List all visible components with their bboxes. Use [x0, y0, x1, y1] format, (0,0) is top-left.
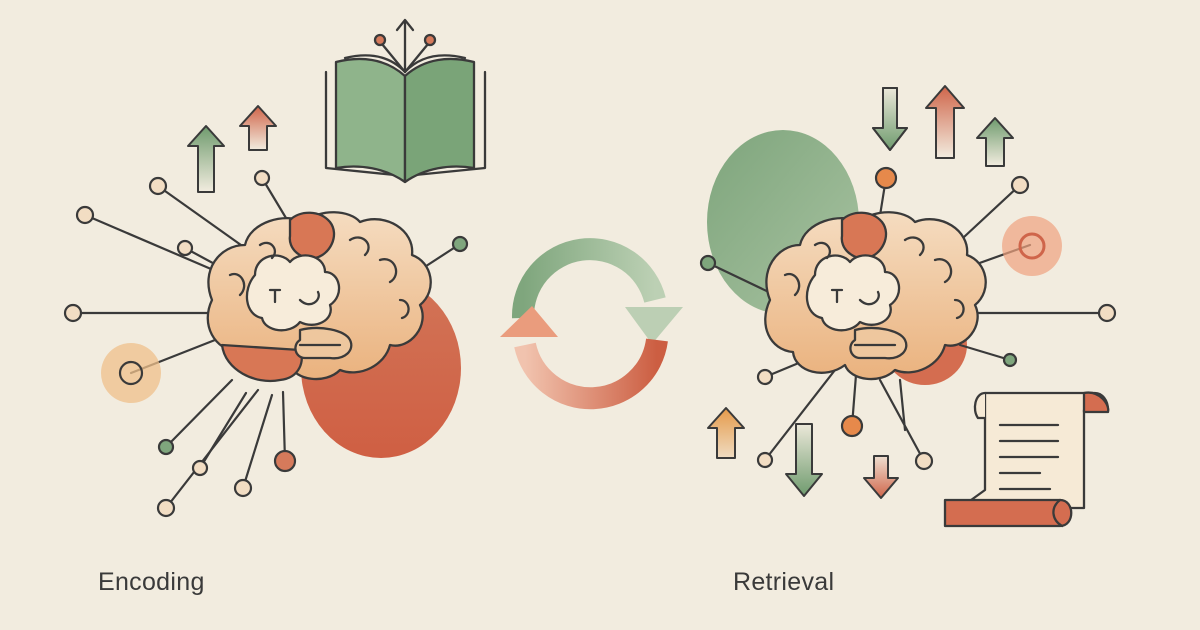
- encoding-group: [63, 18, 487, 518]
- arrow-down-icon: [785, 423, 823, 497]
- retrieval-network-nodes: [699, 166, 1117, 471]
- scroll-document-icon: [943, 391, 1110, 528]
- arrow-up-icon: [187, 125, 225, 193]
- retrieval-label: Retrieval: [733, 568, 835, 596]
- encoding-label: Encoding: [98, 568, 205, 596]
- encoding-network-nodes: [63, 169, 469, 518]
- retrieval-arrows: [707, 85, 1014, 499]
- brain-icon: [764, 211, 987, 381]
- encoding-network-lines: [71, 176, 462, 510]
- encoding-glow-node: [101, 343, 161, 403]
- arrow-up-icon: [925, 85, 965, 159]
- arrow-down-icon: [863, 455, 899, 499]
- arrow-down-icon: [872, 87, 908, 151]
- brain-icon: [206, 211, 432, 383]
- arrow-up-icon: [976, 117, 1014, 167]
- encoding-up-arrows: [187, 105, 277, 193]
- arrow-up-icon: [239, 105, 277, 151]
- retrieval-glow-node: [1002, 216, 1062, 276]
- arrow-up-icon: [707, 407, 745, 459]
- retrieval-group: [699, 85, 1117, 528]
- refresh-cycle-icon: [500, 238, 683, 410]
- open-book-icon: [324, 18, 487, 184]
